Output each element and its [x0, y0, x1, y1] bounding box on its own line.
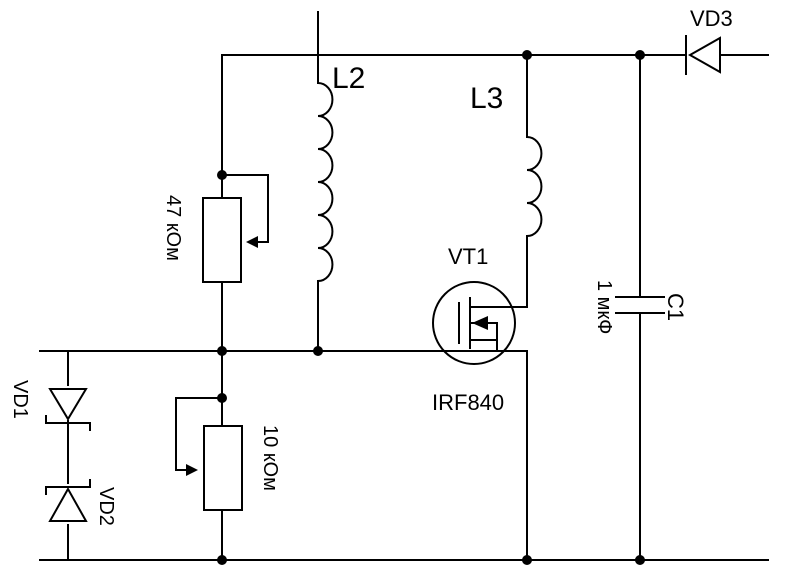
label-vd2: VD2: [95, 487, 117, 526]
wires: [39, 11, 769, 561]
label-r2: 10 кОм: [259, 425, 281, 491]
label-vd3: VD3: [690, 6, 733, 31]
inductor-l2: [316, 81, 334, 283]
inductor-l3: [525, 135, 543, 238]
label-vt1: VT1: [448, 244, 488, 269]
label-vd1: VD1: [9, 380, 31, 419]
diode-vd3: [685, 35, 721, 75]
label-c1: C1: [663, 293, 688, 321]
label-transistor-model: IRF840: [432, 390, 504, 415]
label-l3: L3: [470, 82, 503, 115]
mosfet-vt1: [432, 281, 516, 365]
resistor-10k: [186, 425, 243, 511]
label-l2: L2: [332, 62, 365, 95]
zener-vd1: [45, 388, 91, 431]
junction-dots: [217, 50, 645, 565]
zener-vd2: [45, 479, 91, 522]
label-r1: 47 кОм: [162, 195, 184, 261]
resistor-47k: [202, 197, 258, 283]
label-c1-value: 1 мкФ: [593, 280, 615, 334]
capacitor-c1: [615, 296, 665, 314]
